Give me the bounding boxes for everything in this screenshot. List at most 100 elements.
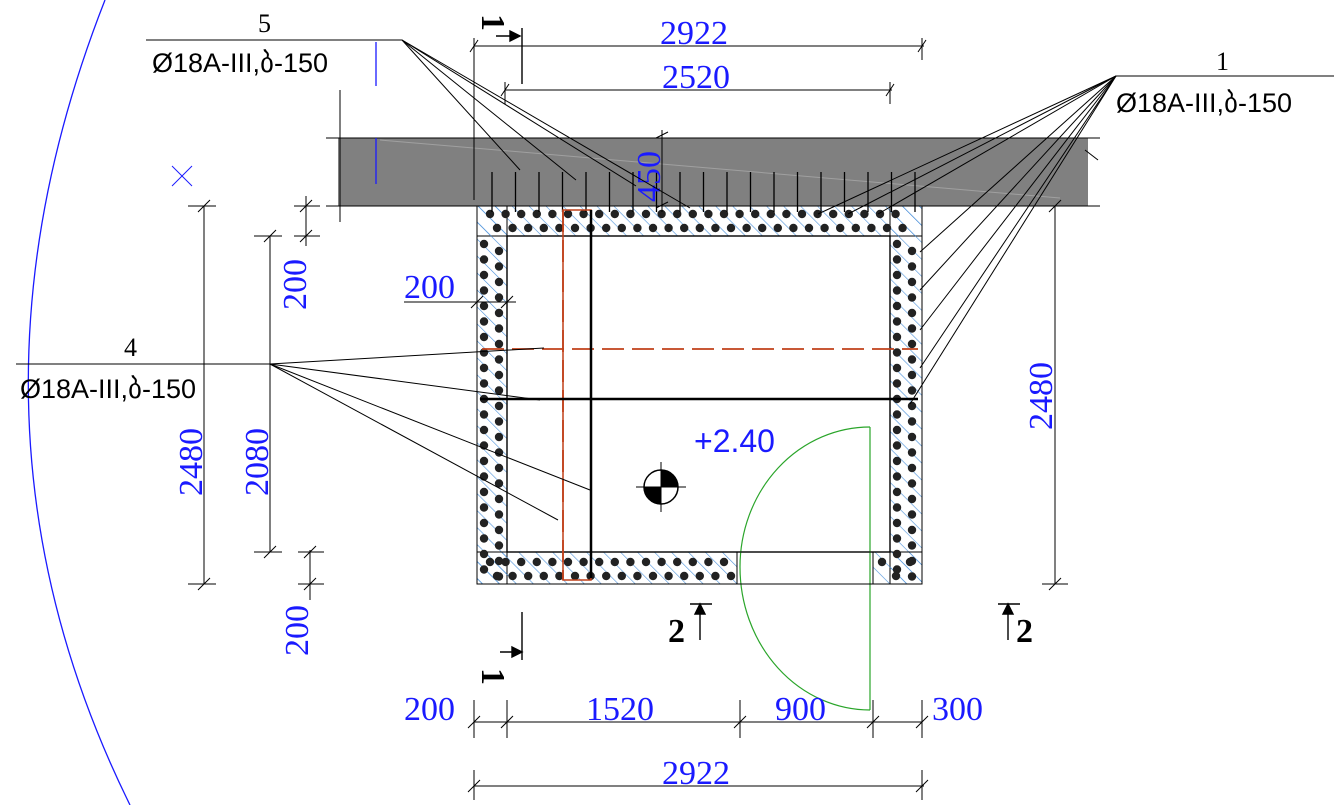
dim-bottom-seg-4: 300 (932, 691, 983, 728)
dim-right-overall: 2480 (1023, 362, 1060, 430)
rebar-dot (892, 472, 902, 481)
rebar-dot (617, 223, 626, 233)
rebar-dot (508, 571, 517, 581)
section-1-top: 1 (474, 14, 511, 31)
rebar-dot (479, 286, 489, 295)
rebar-dot (595, 209, 604, 219)
rebar-dot (907, 293, 917, 302)
rebar-dot (907, 510, 917, 519)
rebar-dot (602, 223, 611, 233)
rebar-dot (907, 494, 917, 504)
rebar-dot (907, 448, 917, 457)
rebar-dot (664, 571, 673, 581)
rebar-dot (836, 223, 845, 233)
rebar-dot (751, 209, 760, 219)
rebar-dot (494, 463, 504, 473)
dim-left-overall: 2480 (173, 428, 210, 496)
callout-5-number: 5 (258, 9, 271, 38)
rebar-dot (907, 386, 917, 395)
dim-top-wall: 200 (277, 259, 314, 310)
rebar-dot (867, 223, 876, 233)
rebar-dot (898, 223, 907, 233)
callout-1-spec: Ø18A-III,ბ-150 (1116, 88, 1292, 118)
rebar-dot (494, 355, 504, 364)
dim-bottom-seg-2: 1520 (586, 691, 654, 728)
rebar-dot (479, 503, 489, 512)
rebar-dot (479, 363, 489, 373)
rebar-dot (494, 494, 504, 504)
rebar-dot (773, 223, 782, 233)
rebar-dot (797, 209, 807, 219)
rebar-dot (610, 557, 619, 567)
dim-bottom-wall: 200 (279, 605, 316, 656)
dim-bottom-seg-3: 900 (775, 691, 826, 728)
dim-bottom-seg-1: 200 (404, 691, 455, 728)
rebar-dot (726, 571, 736, 581)
rebar-dot (494, 510, 504, 519)
rebar-dot (479, 487, 489, 497)
rebar-dot (479, 255, 489, 264)
callout-4-spec: Ø18A-III,ბ-150 (20, 374, 196, 404)
rebar-dot (892, 239, 902, 249)
rebar-dot (907, 262, 917, 271)
rebar-dot (892, 255, 902, 264)
rebar-dot (704, 209, 713, 219)
rebar-dot (907, 324, 917, 333)
rebar-dot (829, 209, 838, 219)
rebar-dot (494, 246, 504, 256)
rebar-dot (892, 549, 902, 559)
dim-top-overall: 2922 (660, 15, 728, 52)
rebar-dot (766, 209, 775, 219)
rebar-dot (633, 223, 642, 233)
callout-1-number: 1 (1216, 47, 1229, 76)
rebar-dot (907, 572, 917, 581)
rebar-dot (892, 332, 902, 342)
rebar-dot (892, 410, 902, 419)
rebar-dot (501, 209, 510, 219)
rebar-dot (742, 223, 751, 233)
rebar-dot (891, 571, 901, 581)
rebar-dot (494, 401, 504, 411)
rebar-dot (789, 223, 798, 233)
door-swing (739, 426, 871, 711)
rebar-dot (907, 525, 917, 535)
rebar-dot (494, 479, 504, 488)
rebar-dot (479, 379, 489, 388)
rebar-dot (673, 209, 682, 219)
rebar-dot (892, 286, 902, 295)
callout-5-spec: Ø18A-III,ბ-150 (152, 48, 328, 78)
rebar-dot (570, 223, 580, 233)
rebar-dot (688, 557, 697, 567)
rebar-dot (485, 557, 495, 567)
rebar-dot (758, 223, 767, 233)
rebar-dot (479, 348, 489, 357)
rebar-dot (688, 209, 697, 219)
rebar-dot (907, 463, 917, 473)
rebar-dot (485, 209, 495, 219)
rebar-dot (524, 223, 533, 233)
dim-top-inner: 2520 (662, 59, 730, 96)
reference-arc (27, 0, 131, 805)
rebar-dot (892, 363, 902, 373)
rebar-dot (494, 432, 504, 442)
dim-bottom-overall: 2922 (662, 755, 730, 792)
section-2-right: 2 (1016, 613, 1033, 650)
rebar-dot (907, 541, 917, 550)
rebar-dot (892, 441, 902, 450)
elevation-label: +2.40 (694, 423, 775, 459)
centerlines (482, 210, 918, 580)
rebar-dot (907, 355, 917, 364)
rebar-dot (907, 246, 917, 256)
rebar-dot (479, 410, 489, 419)
rebar-dot (633, 571, 642, 581)
rebar-dot (892, 348, 902, 357)
rebar-dot (907, 277, 917, 287)
section-1-bottom: 1 (474, 668, 511, 685)
rebar-dot (602, 571, 611, 581)
rebar-dot (657, 557, 666, 567)
rebar-dot (494, 386, 504, 395)
main-rebar-lines (480, 210, 918, 578)
rebar-dot (648, 223, 658, 233)
rebar-dot (907, 417, 917, 426)
rebar-dot (494, 370, 504, 380)
